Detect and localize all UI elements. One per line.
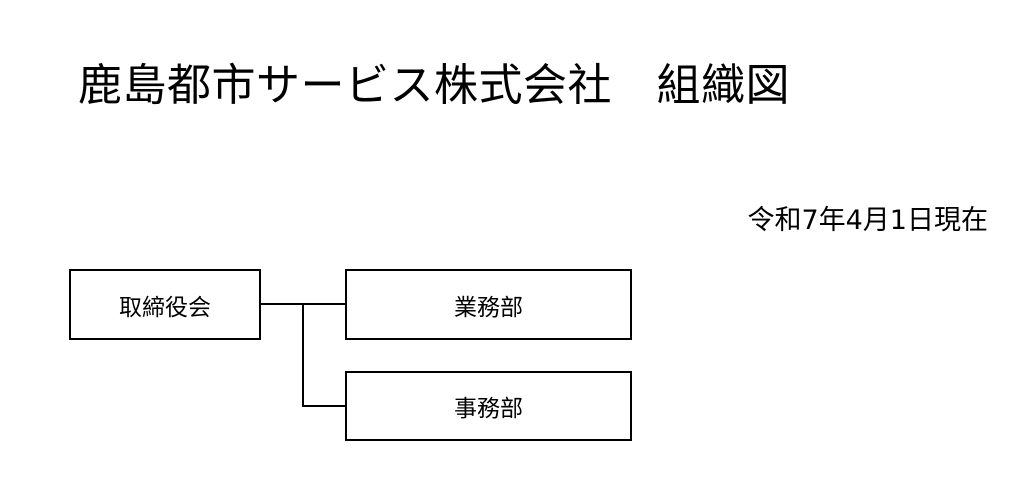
org-node-administration-dept: 事務部	[345, 371, 632, 441]
as-of-date: 令和7年4月1日現在	[747, 205, 988, 236]
connector-vertical-trunk	[302, 303, 304, 407]
connector-branch-lower	[302, 405, 346, 407]
org-node-board-of-directors: 取締役会	[69, 269, 261, 340]
page-title: 鹿島都市サービス株式会社 組織図	[78, 60, 790, 111]
org-node-operations-dept: 業務部	[345, 269, 632, 340]
